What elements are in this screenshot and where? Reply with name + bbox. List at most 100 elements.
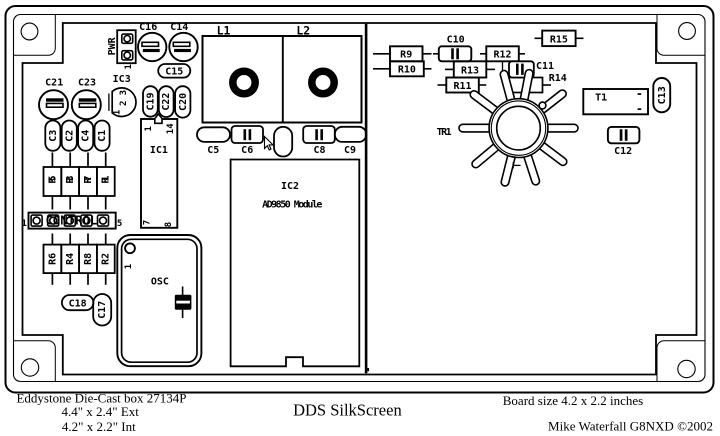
r2-label: R2 xyxy=(101,253,112,265)
c3-label: C3 xyxy=(48,130,59,142)
pwr-pin-2-pad xyxy=(121,49,134,61)
component-t1: T1 xyxy=(582,88,649,116)
component-c13: C13 xyxy=(652,77,672,114)
component-osc: 1 OSC xyxy=(116,234,203,368)
c9-label: C9 xyxy=(344,145,356,156)
component-c7 xyxy=(273,125,294,158)
component-c11-marks: C11 R14 xyxy=(516,61,567,84)
tr1-wire-tick xyxy=(512,162,521,169)
r10-label: R10 xyxy=(398,65,416,76)
component-r10: R10 xyxy=(373,60,432,78)
component-c8: C8 xyxy=(302,125,336,156)
component-c6: C6 xyxy=(230,125,264,156)
r5-label: R5 xyxy=(47,176,58,184)
ic1-label: IC1 xyxy=(150,145,168,156)
corner-post-top-left xyxy=(13,14,56,56)
component-c3: C3 xyxy=(44,119,62,152)
component-c2: C2 xyxy=(60,119,78,152)
component-control-connector: CONTROL 1 5 xyxy=(21,211,122,230)
tr1-label: TR1 xyxy=(437,127,452,138)
component-r15: R15 xyxy=(534,29,584,48)
l2-label: L2 xyxy=(296,24,310,38)
c20-label: C20 xyxy=(178,93,189,111)
box-interior-outline xyxy=(12,13,706,383)
footer-credit: Mike Waterfall G8NXD ©2002 xyxy=(548,419,713,434)
c15-label: C15 xyxy=(165,67,183,78)
osc-pin1-marker xyxy=(124,242,136,255)
c19-label: C19 xyxy=(145,92,156,110)
resistor-row-1: R5 R3 R7 R1 xyxy=(42,152,116,210)
c5-label: C5 xyxy=(207,145,219,156)
r14-label: R14 xyxy=(549,73,567,84)
resistor-row-2: R6 R4 R8 R2 xyxy=(42,233,116,285)
pwr-label: PWR xyxy=(107,36,118,55)
ic1-pin7-label: 7 xyxy=(142,220,152,225)
ic1-pin14-label: 14 xyxy=(166,123,176,134)
component-ic1: IC1 1 14 7 8 xyxy=(140,112,179,229)
box-exterior-outline xyxy=(4,5,715,394)
ic1-orientation-notch xyxy=(154,112,163,125)
component-c10: C10 xyxy=(433,35,473,63)
r3-label: R3 xyxy=(65,176,76,184)
ic2-label: IC2 xyxy=(281,181,299,192)
component-c21: C21 xyxy=(38,77,69,121)
component-ic3: IC3 3 2 1 xyxy=(108,74,137,118)
c2-label: C2 xyxy=(64,130,75,142)
mounting-hole-bottom-right xyxy=(677,359,696,379)
c22-label: C22 xyxy=(161,93,172,111)
component-r9: R9 xyxy=(373,45,432,63)
ic3-label: IC3 xyxy=(113,74,131,85)
c10-label: C10 xyxy=(447,35,465,46)
component-c16: C16 xyxy=(137,22,168,63)
component-c22: C22 xyxy=(157,85,175,118)
component-c1: C1 xyxy=(93,119,111,152)
component-ic2: IC2 AD9850 Module xyxy=(229,158,361,368)
component-c12: C12 xyxy=(606,125,641,157)
c17-label: C17 xyxy=(97,301,108,319)
ic2-outline xyxy=(229,158,361,368)
tr1-pad-dot xyxy=(538,101,547,110)
component-r12: R12 xyxy=(480,45,525,78)
r4-label: R4 xyxy=(65,253,76,265)
footer-board-size: Board size 4.2 x 2.2 inches xyxy=(503,393,643,408)
corner-post-top-right xyxy=(656,14,705,56)
osc-pin1-label: 1 xyxy=(124,264,134,269)
footer-box-line1: Eddystone Die-Cast box 27134P xyxy=(16,390,186,405)
ic3-pin3-label: 3 xyxy=(119,90,129,95)
crystal-symbol xyxy=(174,286,192,318)
control-pin1-label: 1 xyxy=(21,219,26,229)
ic1-pin8-label: 8 xyxy=(164,222,174,227)
enclosure-outline xyxy=(4,5,715,394)
r7-label: R7 xyxy=(83,176,94,184)
c8-label: C8 xyxy=(313,145,325,156)
corner-post-bottom-left xyxy=(13,340,56,382)
pwr-pin-1-pad xyxy=(121,33,134,45)
control-pin5-label: 5 xyxy=(117,219,122,229)
component-c20: C20 xyxy=(174,85,192,119)
mounting-hole-top-left xyxy=(20,22,39,41)
mouse-cursor-icon[interactable] xyxy=(263,135,275,151)
component-c9: C9 xyxy=(333,125,368,156)
component-l1-l2-block: L1 L2 xyxy=(201,24,363,124)
page-title: DDS SilkScreen xyxy=(293,401,402,420)
component-r11: R11 xyxy=(437,76,487,94)
c23-label: C23 xyxy=(78,77,96,88)
component-c18: C18 xyxy=(61,294,95,312)
c4-label: C4 xyxy=(81,130,92,142)
component-tr1: TR1 xyxy=(437,68,579,187)
component-c19: C19 xyxy=(142,85,159,118)
c14-label: C14 xyxy=(170,22,188,33)
r12-label: R12 xyxy=(493,50,511,61)
c13-label: C13 xyxy=(657,86,668,104)
component-c5: C5 xyxy=(196,126,231,156)
ic3-pin1-label: 1 xyxy=(112,110,122,115)
t1-label: T1 xyxy=(595,92,607,103)
l1-label: L1 xyxy=(217,24,231,38)
r8-label: R8 xyxy=(83,253,94,265)
footer-captions: Eddystone Die-Cast box 27134P 4.4" x 2.4… xyxy=(16,390,713,434)
component-c17: C17 xyxy=(92,293,113,327)
r13-label: R13 xyxy=(461,66,479,77)
c6-label: C6 xyxy=(241,145,253,156)
